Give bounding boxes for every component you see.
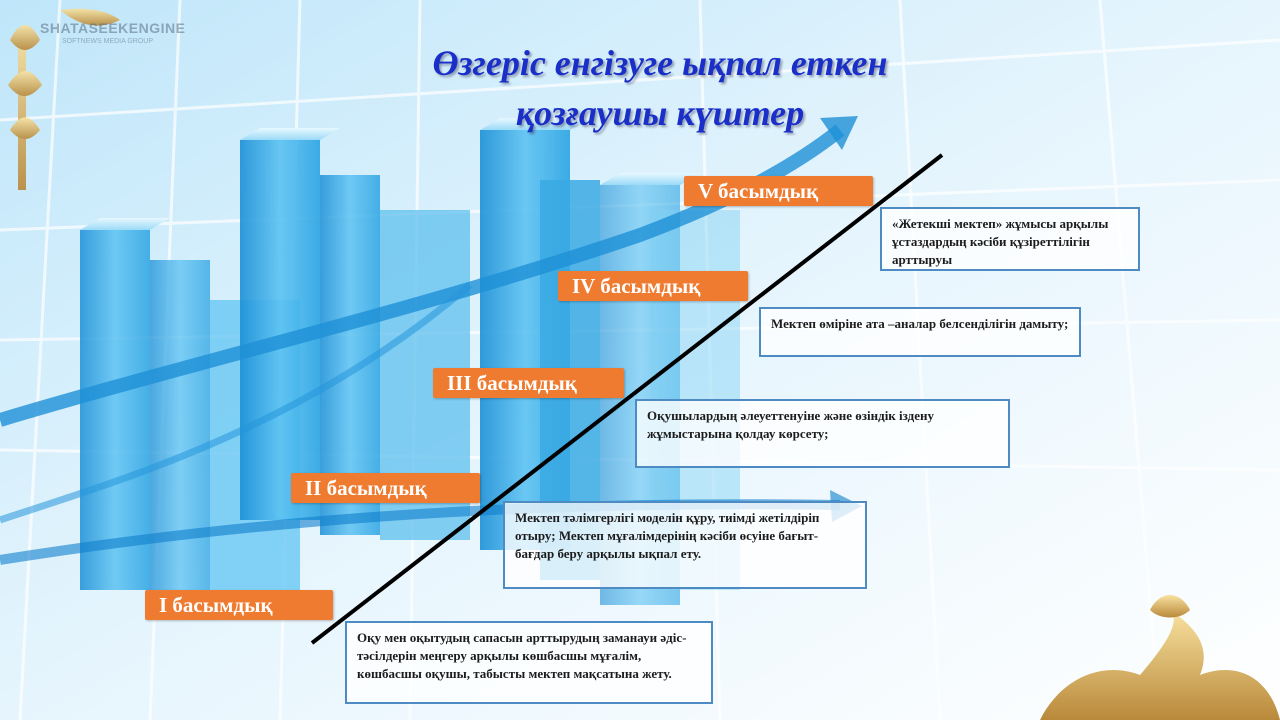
priority-1-label: I басымдық <box>145 590 333 620</box>
priority-4-description: Мектеп өміріне ата –аналар белсенділігін… <box>759 307 1081 357</box>
priority-2-text: Мектеп тәлімгерлігі моделін құру, тиімді… <box>515 510 820 561</box>
title-line-1: Өзгеріс енгізуге ықпал еткен <box>432 43 888 83</box>
priority-1-description: Оқу мен оқытудың сапасын арттырудың зама… <box>345 621 713 704</box>
title-line-2: қозғаушы күштер <box>515 93 805 133</box>
priority-2-label: II басымдық <box>291 473 480 503</box>
priority-4-text: Мектеп өміріне ата –аналар белсенділігін… <box>771 316 1069 331</box>
priority-1-text: Оқу мен оқытудың сапасын арттырудың зама… <box>357 630 687 681</box>
slide-title: Өзгеріс енгізуге ықпал еткен қозғаушы кү… <box>330 38 990 138</box>
priority-3-label: III басымдық <box>433 368 624 398</box>
priority-4-label: IV басымдық <box>558 271 748 301</box>
watermark-brand: SHATASEEKENGINE <box>40 20 186 36</box>
priority-3-text: Оқушылардың әлеуеттенуіне және өзіндік і… <box>647 408 934 441</box>
priority-3-description: Оқушылардың әлеуеттенуіне және өзіндік і… <box>635 399 1010 468</box>
priority-5-label: V басымдық <box>684 176 873 206</box>
priority-5-description: «Жетекші мектеп» жұмысы арқылы ұстаздард… <box>880 207 1140 271</box>
watermark-subtitle: SOFTNEWS MEDIA GROUP <box>62 38 154 45</box>
priority-5-text: «Жетекші мектеп» жұмысы арқылы ұстаздард… <box>892 216 1109 267</box>
priority-2-description: Мектеп тәлімгерлігі моделін құру, тиімді… <box>503 501 867 589</box>
